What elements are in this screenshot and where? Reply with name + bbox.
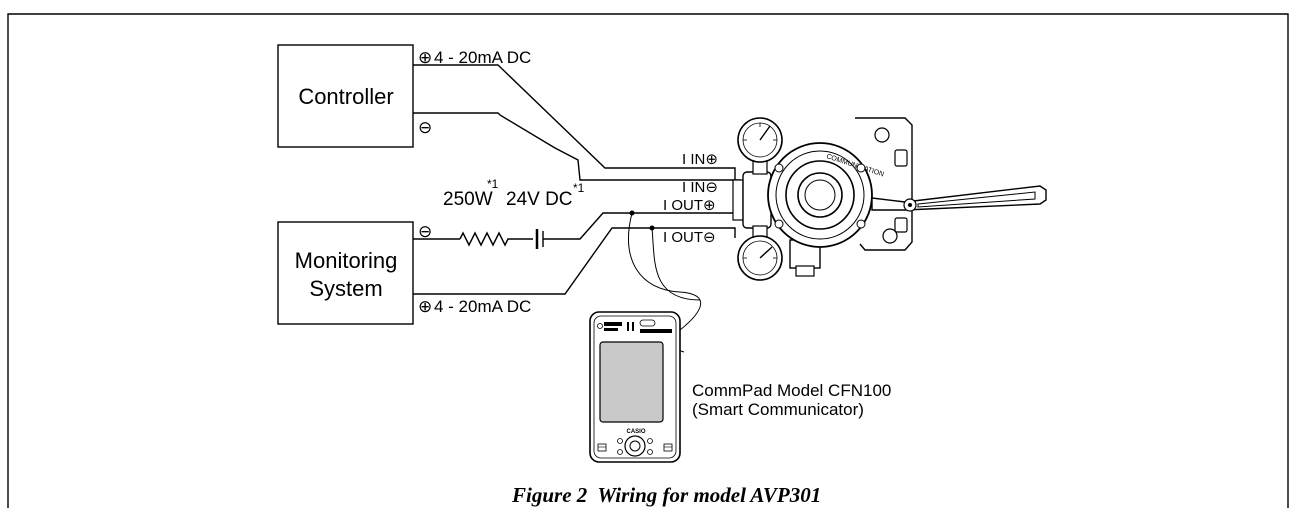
communicator-cable-2 [651, 227, 701, 301]
bottom-pressure-gauge [737, 225, 783, 281]
communicator-label-line2: (Smart Communicator) [692, 400, 864, 419]
communicator-brand: CASIO [626, 429, 645, 435]
monitoring-minus-symbol: ⊖ [418, 222, 432, 241]
terminal-iin-plus: I IN⊕ [682, 151, 718, 168]
housing-text-ring [775, 150, 865, 240]
communicator-screen [599, 341, 664, 423]
wire-controller-plus [413, 64, 736, 180]
controller-box: Controller [277, 44, 414, 148]
page-frame [7, 13, 1289, 508]
resistor-value: 250W [443, 189, 493, 210]
figure-caption: Figure 2 Wiring for model AVP301 [511, 483, 821, 507]
terminal-iin-minus: I IN⊖ [682, 179, 718, 196]
housing-inner-disc [797, 172, 843, 218]
wire-controller-minus [413, 112, 741, 194]
terminal-iout-minus: I OUT⊖ [663, 229, 716, 246]
terminal-iout-plus: I OUT⊕ [663, 197, 716, 214]
communicator-label-line1: CommPad Model CFN100 [692, 381, 891, 400]
controller-minus-symbol: ⊖ [418, 118, 432, 137]
monitoring-plus-symbol: ⊕ [418, 297, 432, 316]
controller-label: Controller [298, 84, 393, 109]
positioner-device: COMMUNICATION [732, 117, 1047, 281]
monitoring-plus-label: 4 - 20mA DC [434, 297, 531, 316]
supply-value: 24V DC [506, 189, 573, 210]
wire-monitoring-plus [413, 227, 736, 295]
controller-plus-symbol: ⊕ [418, 48, 432, 67]
monitoring-label-line2: System [309, 276, 382, 301]
resistor-note: *1 [487, 177, 499, 191]
top-pressure-gauge [737, 117, 783, 175]
monitoring-system-box: Monitoring System [277, 221, 414, 325]
controller-plus-label: 4 - 20mA DC [434, 48, 531, 67]
resistor-symbol [459, 231, 533, 247]
smart-communicator-device: CASIO [589, 311, 681, 463]
monitoring-label-line1: Monitoring [295, 248, 398, 273]
supply-note: *1 [573, 181, 585, 195]
